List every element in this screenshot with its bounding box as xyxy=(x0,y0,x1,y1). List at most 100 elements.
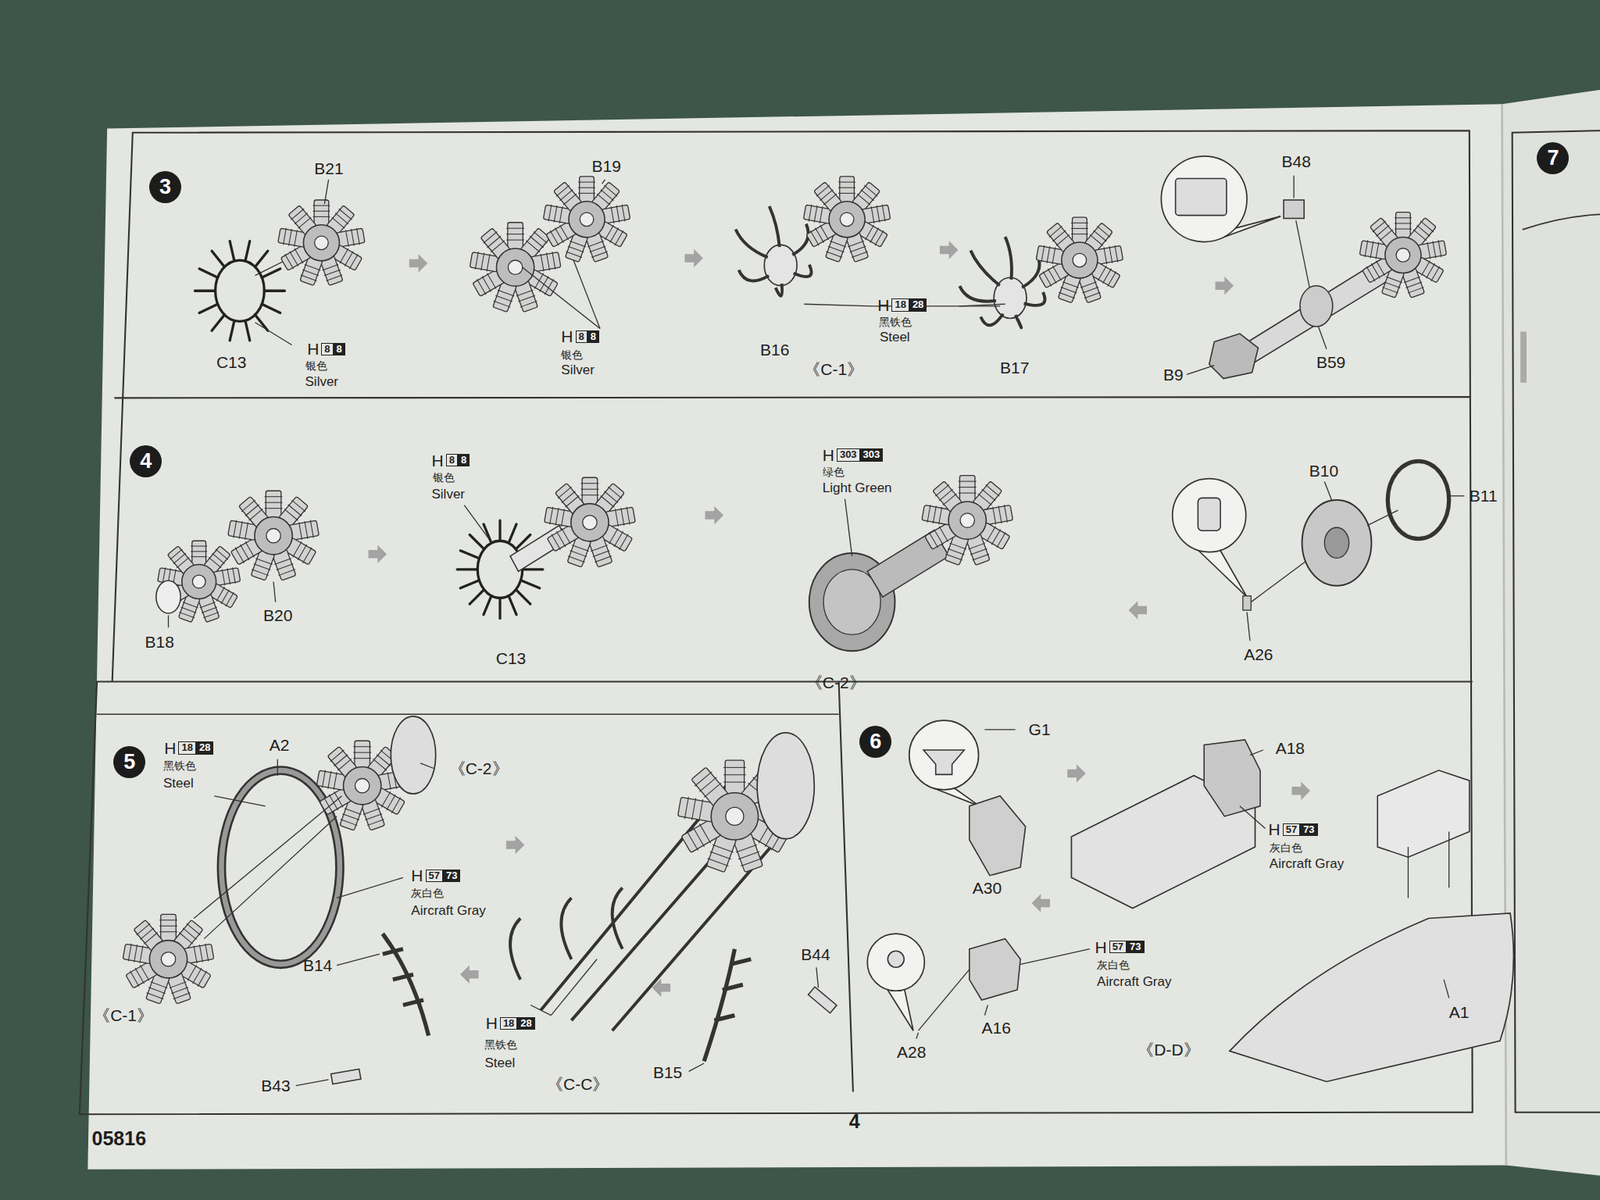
leader-line xyxy=(214,796,265,807)
part-label: H xyxy=(1094,938,1107,957)
step-arrow xyxy=(409,253,429,273)
part-label: B59 xyxy=(1316,353,1346,372)
part-label: B9 xyxy=(1163,365,1184,384)
paint-code: 18 xyxy=(891,298,909,311)
step-arrow xyxy=(684,249,704,268)
part-label: 《C-1》 xyxy=(93,1006,154,1025)
leader-line xyxy=(1443,979,1450,999)
part-detail xyxy=(1175,178,1227,216)
paint-name-chinese: 银色 xyxy=(432,471,455,484)
leader-line xyxy=(1246,612,1250,642)
detail-bubble xyxy=(1198,550,1247,597)
radial-engine xyxy=(277,200,365,286)
step-number-text: 5 xyxy=(123,751,136,773)
part-label: B17 xyxy=(1000,358,1029,377)
part-label: H xyxy=(164,739,176,758)
part-a30 xyxy=(969,796,1026,876)
leader-line xyxy=(324,179,329,204)
part-label: H xyxy=(1268,820,1281,839)
page-number: 4 xyxy=(849,1110,861,1133)
leader-line xyxy=(420,763,434,769)
leader-line xyxy=(816,967,819,988)
paint-name: Silver xyxy=(560,363,595,379)
cowling xyxy=(1377,770,1470,858)
part-label: B48 xyxy=(1281,152,1311,171)
paint-code: 28 xyxy=(196,741,214,754)
part-a2 xyxy=(221,770,340,965)
part-detail xyxy=(1197,497,1221,531)
radial-engine xyxy=(1359,212,1447,299)
paint-name-chinese: 灰白色 xyxy=(410,887,444,900)
leader-line xyxy=(1318,326,1327,350)
part-label: 《D-D》 xyxy=(1137,1040,1200,1059)
paint-name: Steel xyxy=(484,1056,515,1072)
leader-line xyxy=(522,267,600,329)
paint-code: 8 xyxy=(446,453,458,467)
part-label: B10 xyxy=(1309,461,1339,480)
step-arrow xyxy=(1031,893,1050,913)
part-a26 xyxy=(1242,596,1251,611)
detail-bubble xyxy=(867,933,925,991)
leader-line xyxy=(918,969,970,1031)
part-b44 xyxy=(808,986,837,1014)
part-edge xyxy=(1522,214,1600,230)
part-label: B18 xyxy=(144,632,174,651)
radial-engine xyxy=(1035,217,1124,304)
paint-name-chinese: 银色 xyxy=(305,360,328,372)
exhaust-pipes xyxy=(959,236,1045,328)
step-number: 4 xyxy=(129,445,162,478)
part-label: C13 xyxy=(496,649,527,668)
part-label: H xyxy=(560,327,573,346)
part-label: A18 xyxy=(1275,739,1305,758)
leader-line xyxy=(1293,175,1295,199)
step-number: 5 xyxy=(113,746,146,779)
leader-line xyxy=(1020,949,1090,965)
part-label: H xyxy=(822,446,835,465)
paint-code: 18 xyxy=(178,741,196,754)
detail-bubble xyxy=(1160,156,1247,243)
paint-code: 57 xyxy=(1109,940,1127,954)
detail-bubble xyxy=(933,788,980,807)
part-b11 xyxy=(1387,460,1449,539)
part-detail xyxy=(887,950,904,968)
paint-name: Aircraft Gray xyxy=(1096,975,1172,990)
part-label: A28 xyxy=(896,1042,926,1061)
paint-code: 73 xyxy=(442,869,461,883)
leader-line xyxy=(984,1005,988,1016)
step-arrow xyxy=(506,835,525,855)
leader-line xyxy=(844,499,852,557)
leader-line xyxy=(984,728,1015,730)
exhaust-ring xyxy=(194,241,285,341)
leader-line xyxy=(602,179,606,184)
step-number: 3 xyxy=(149,171,182,204)
paint-code: 8 xyxy=(333,342,346,356)
staple xyxy=(1520,331,1527,383)
radial-engine xyxy=(543,477,636,568)
paint-name-chinese: 黑铁色 xyxy=(163,760,197,772)
part-b10 xyxy=(1302,500,1372,586)
paint-name-chinese: 灰白色 xyxy=(1096,959,1130,972)
paint-code: 303 xyxy=(836,448,861,461)
part-detail xyxy=(923,750,965,775)
leader-line xyxy=(336,953,380,965)
panel-divider xyxy=(114,396,1471,398)
paint-name-chinese: 绿色 xyxy=(822,466,845,479)
detail-bubble xyxy=(909,720,979,790)
part-a1 xyxy=(1229,913,1515,1083)
paint-code: 73 xyxy=(1126,940,1144,954)
step-number: 6 xyxy=(859,725,892,758)
step-arrow xyxy=(1067,764,1086,783)
detail-bubble xyxy=(1172,478,1247,553)
part-a18 xyxy=(1203,739,1261,817)
part-b9 xyxy=(1209,333,1259,379)
part-b14 xyxy=(382,933,429,1036)
part-label: B21 xyxy=(314,159,343,178)
leader-line xyxy=(1250,750,1264,756)
part-label: B15 xyxy=(653,1063,683,1082)
panel-divider xyxy=(839,681,854,1092)
part-b18 xyxy=(156,580,181,614)
radial-engine xyxy=(803,176,891,263)
paint-code: 8 xyxy=(321,342,333,356)
radial-engine xyxy=(122,914,215,1004)
part-label: G1 xyxy=(1028,720,1051,739)
